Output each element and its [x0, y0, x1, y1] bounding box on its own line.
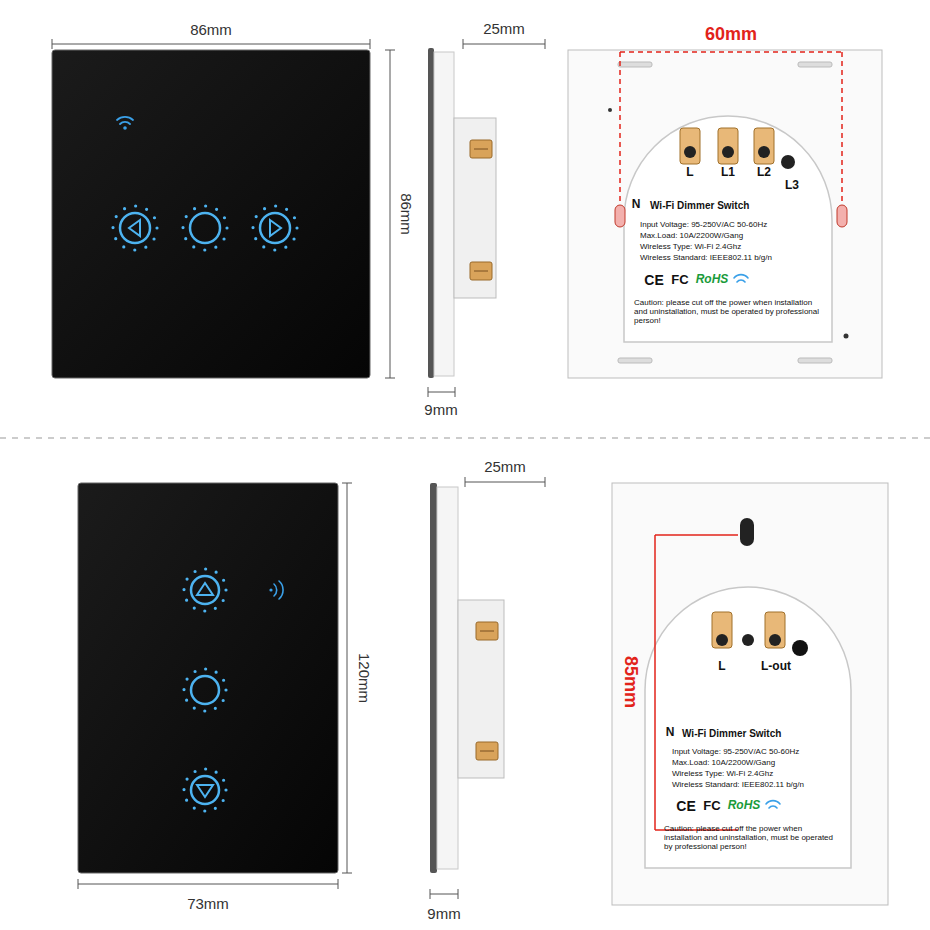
dimension: 120mm	[355, 653, 372, 703]
spec-line: Wireless Standard: IEEE802.11 b/g/n	[672, 780, 804, 789]
dimension: 25mm	[484, 458, 526, 475]
cert-mark: RoHS	[728, 799, 761, 813]
terminal-name: L2	[757, 166, 771, 180]
caution-note: Caution: please cut off the power when i…	[634, 298, 822, 326]
terminal-name: N	[632, 198, 641, 212]
cert-mark: FC	[703, 799, 720, 814]
cert-mark: CE	[676, 798, 695, 814]
caution-note: Caution: please cut off the power when i…	[664, 824, 842, 852]
dimension: 9mm	[424, 401, 457, 418]
spec-line: Wireless Standard: IEEE802.11 b/g/n	[640, 253, 772, 262]
dimension: 86mm	[397, 193, 414, 235]
spec-line: Wireless Type: Wi-Fi 2.4Ghz	[640, 242, 741, 251]
dimension: 25mm	[483, 20, 525, 37]
spec-line: Max.Load: 10A/2200W/Gang	[672, 758, 775, 767]
terminal-name: L-out	[761, 660, 791, 674]
dimension: 9mm	[427, 905, 460, 922]
dimension: 85mm	[621, 656, 642, 708]
spec-line: Max.Load: 10A/2200W/Gang	[640, 231, 743, 240]
dimension: 86mm	[190, 21, 232, 38]
terminal-name: L3	[785, 179, 799, 193]
terminal-name: L1	[721, 166, 735, 180]
cert-mark: FC	[671, 273, 688, 288]
spec-line: Input Voltage: 95-250V/AC 50-60Hz	[640, 220, 767, 229]
dimension: 60mm	[705, 24, 757, 45]
spec-line: Input Voltage: 95-250V/AC 50-60Hz	[672, 747, 799, 756]
spec-line: Wireless Type: Wi-Fi 2.4Ghz	[672, 769, 773, 778]
dimension: 73mm	[187, 895, 229, 912]
cert-mark: RoHS	[696, 273, 729, 287]
cert-mark: CE	[644, 272, 663, 288]
product-name: Wi-Fi Dimmer Switch	[682, 728, 781, 740]
terminal-name: L	[718, 660, 725, 674]
terminal-name: N	[666, 726, 675, 740]
terminal-name: L	[686, 166, 693, 180]
product-name: Wi-Fi Dimmer Switch	[650, 200, 749, 212]
